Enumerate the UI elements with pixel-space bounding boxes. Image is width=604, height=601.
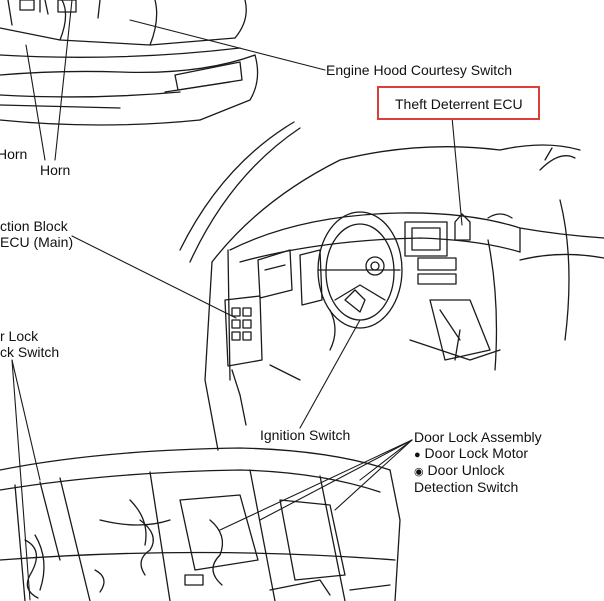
label-theft-deterrent-ecu: Theft Deterrent ECU bbox=[395, 96, 523, 112]
label-door-unlock-line1: Door Unlock bbox=[427, 462, 505, 478]
front-of-vehicle bbox=[0, 0, 259, 126]
leader-lines bbox=[11, 0, 463, 601]
label-door-unlock-line2: Detection Switch bbox=[414, 479, 519, 495]
door-unlock-detection-item: ◉ Door Unlock bbox=[414, 462, 505, 481]
label-door-lock-motor: Door Lock Motor bbox=[424, 445, 529, 461]
filled-bullet-icon: ● bbox=[414, 449, 421, 461]
label-door-lock-assembly: Door Lock Assembly bbox=[414, 429, 542, 445]
label-door-lock-switch-line1: r Lock bbox=[0, 328, 39, 344]
label-horn: Horn bbox=[40, 162, 71, 178]
label-junction-block-line2: ECU (Main) bbox=[0, 234, 74, 250]
label-horn-left: Horn bbox=[0, 146, 28, 162]
theft-deterrent-ecu-callout: Theft Deterrent ECU bbox=[377, 86, 540, 120]
hollow-bullet-icon: ◉ bbox=[414, 466, 424, 478]
vehicle-body-rear bbox=[0, 447, 401, 601]
label-ignition-switch: Ignition Switch bbox=[260, 427, 351, 443]
label-junction-block-line1: ction Block bbox=[0, 218, 68, 234]
dashboard bbox=[179, 121, 604, 451]
label-door-lock-switch-line2: ck Switch bbox=[0, 344, 60, 360]
door-lock-motor-item: ● Door Lock Motor bbox=[414, 445, 528, 464]
label-engine-hood-courtesy-switch: Engine Hood Courtesy Switch bbox=[326, 62, 512, 78]
